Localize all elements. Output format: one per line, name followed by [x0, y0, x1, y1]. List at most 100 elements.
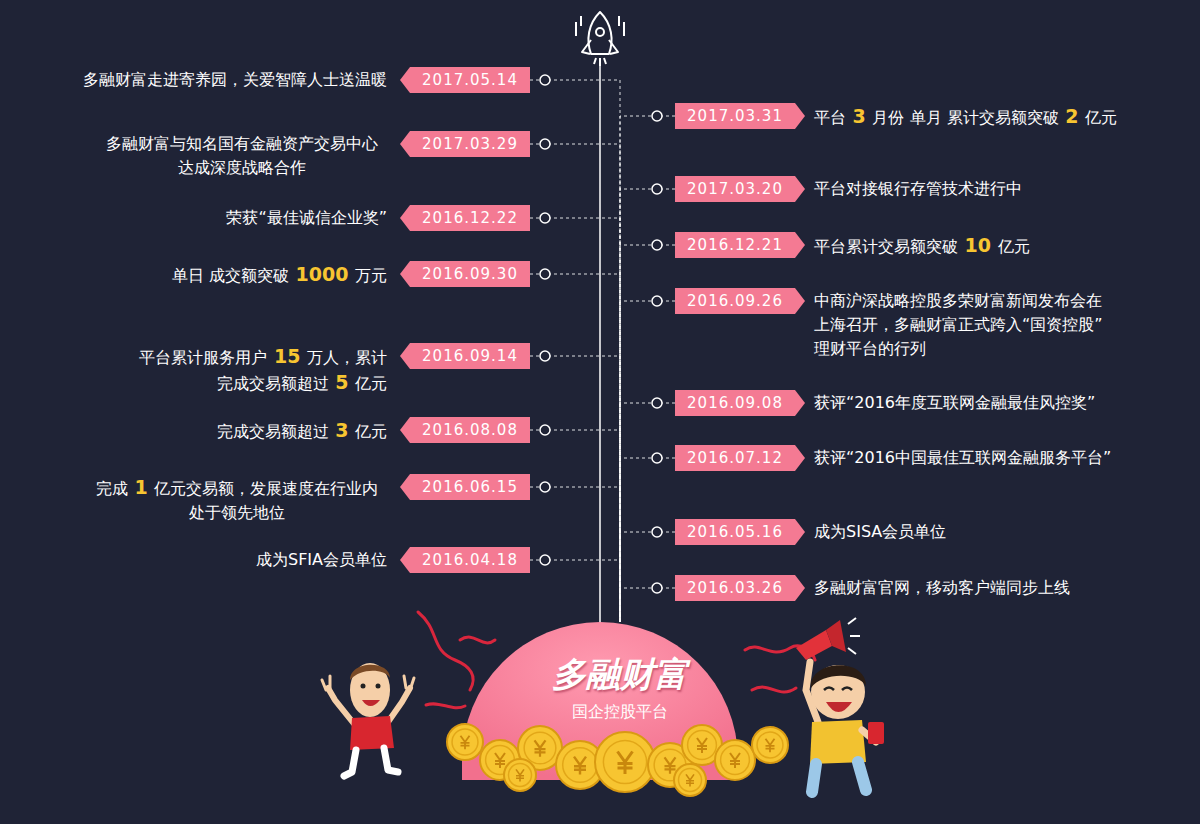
dashed-connector [530, 487, 620, 622]
date-text: 2016.09.30 [422, 261, 518, 287]
tag-outline [675, 519, 805, 545]
highlight-number: 10 [958, 234, 998, 256]
event-description: 完成交易额超过 3 亿元 [217, 418, 387, 444]
tag-outline [675, 103, 805, 129]
tag-outline [675, 232, 805, 258]
date-text: 2016.06.15 [422, 474, 518, 500]
event-description: 平台累计服务用户 15 万人，累计 完成交易额超过 5 亿元 [129, 344, 387, 396]
date-tag: 2016.03.26多融财富官网，移动客户端同步上线 [675, 575, 805, 601]
date-text: 2017.03.20 [687, 176, 783, 202]
date-text: 2016.09.14 [422, 343, 518, 369]
date-tag: 2017.03.31平台 3 月份 单月 累计交易额突破 2 亿元 [675, 103, 805, 129]
dashed-connector [620, 588, 675, 622]
tag-outline [675, 288, 805, 314]
event-description: 多融财富官网，移动客户端同步上线 [814, 576, 1070, 600]
date-tag: 2016.08.08完成交易额超过 3 亿元 [400, 417, 530, 443]
event-description: 成为SISA会员单位 [814, 520, 946, 544]
date-text: 2016.09.26 [687, 288, 783, 314]
dashed-connector [530, 430, 620, 622]
dashed-connector [530, 80, 620, 622]
highlight-number: 2 [1059, 105, 1085, 127]
coin [504, 759, 536, 791]
coin [595, 732, 655, 792]
event-description: 成为SFIA会员单位 [256, 548, 387, 572]
spine-line [599, 62, 601, 622]
date-tag: 2017.03.29多融财富与知名国有金融资产交易中心 达成深度战略合作 [400, 131, 530, 157]
date-tag: 2016.09.08获评“2016年度互联网金融最佳风控奖” [675, 390, 805, 416]
rocket-icon [576, 12, 624, 66]
coin [674, 764, 706, 796]
tag-outline [400, 547, 530, 573]
event-description: 完成 1 亿元交易额，发展速度在行业内 处于领先地位 [87, 475, 387, 525]
date-tag: 2016.12.21平台累计交易额突破 10 亿元 [675, 232, 805, 258]
date-text: 2016.08.08 [422, 417, 518, 443]
date-tag: 2016.04.18成为SFIA会员单位 [400, 547, 530, 573]
cartoon-boy-right [796, 618, 884, 792]
highlight-number: 1 [128, 476, 154, 498]
tag-outline [400, 205, 530, 231]
event-description: 获评“2016年度互联网金融最佳风控奖” [814, 391, 1095, 415]
event-description: 中商沪深战略控股多荣财富新闻发布会在 上海召开，多融财富正式跨入“国资控股” 理… [814, 289, 1126, 361]
coin [752, 727, 788, 763]
dashed-connector [530, 560, 620, 622]
dashed-connector [620, 189, 675, 622]
timeline-dots [540, 75, 662, 593]
date-text: 2016.12.22 [422, 205, 518, 231]
dashed-connector [620, 532, 675, 622]
date-tag: 2016.09.30单日 成交额突破 1000 万元 [400, 261, 530, 287]
date-tag: 2016.07.12获评“2016中国最佳互联网金融服务平台” [675, 445, 805, 471]
date-text: 2016.04.18 [422, 547, 518, 573]
dashed-connector [530, 144, 620, 622]
date-text: 2016.05.16 [687, 519, 783, 545]
event-description: 多融财富走进寄养园，关爱智障人士送温暖 [83, 68, 387, 92]
date-text: 2017.03.31 [687, 103, 783, 129]
date-tag: 2016.12.22荣获“最佳诚信企业奖” [400, 205, 530, 231]
dashed-connector [530, 274, 620, 622]
event-description: 多融财富与知名国有金融资产交易中心 达成深度战略合作 [97, 132, 387, 180]
highlight-number: 3 [329, 419, 355, 441]
date-text: 2017.05.14 [422, 67, 518, 93]
cartoon-man-left [322, 663, 414, 776]
tag-outline [400, 261, 530, 287]
dashed-connector [530, 218, 620, 622]
dashed-connector [620, 245, 675, 622]
date-tag: 2016.05.16成为SISA会员单位 [675, 519, 805, 545]
dashed-connector [530, 356, 620, 622]
highlight-number: 15 [267, 345, 307, 367]
highlight-number: 3 [846, 105, 872, 127]
event-description: 获评“2016中国最佳互联网金融服务平台” [814, 446, 1111, 470]
dashed-connector [620, 458, 675, 622]
coin [447, 724, 483, 760]
dashed-connector [620, 403, 675, 622]
tag-outline [675, 390, 805, 416]
date-text: 2016.09.08 [687, 390, 783, 416]
date-tag: 2017.05.14多融财富走进寄养园，关爱智障人士送温暖 [400, 67, 530, 93]
date-text: 2017.03.29 [422, 131, 518, 157]
dashed-connector [620, 301, 675, 622]
tag-outline [400, 417, 530, 443]
event-description: 平台对接银行存管技术进行中 [814, 177, 1022, 201]
tag-outline [675, 575, 805, 601]
tag-outline [675, 176, 805, 202]
date-tag: 2016.09.14平台累计服务用户 15 万人，累计 完成交易额超过 5 亿元 [400, 343, 530, 369]
event-description: 平台累计交易额突破 10 亿元 [814, 233, 1030, 259]
tag-outline [675, 445, 805, 471]
hub-subtitle: 国企控股平台 [440, 702, 800, 722]
tag-outline [400, 343, 530, 369]
date-text: 2016.03.26 [687, 575, 783, 601]
event-description: 单日 成交额突破 1000 万元 [172, 262, 387, 288]
date-tag: 2016.06.15完成 1 亿元交易额，发展速度在行业内 处于领先地位 [400, 474, 530, 500]
date-text: 2016.12.21 [687, 232, 783, 258]
dashed-connector [620, 116, 675, 622]
date-tag: 2017.03.20平台对接银行存管技术进行中 [675, 176, 805, 202]
date-tag: 2016.09.26中商沪深战略控股多荣财富新闻发布会在 上海召开，多融财富正式… [675, 288, 805, 314]
event-description: 荣获“最佳诚信企业奖” [226, 206, 387, 230]
coin [715, 740, 755, 780]
date-text: 2016.07.12 [687, 445, 783, 471]
tag-outline [400, 67, 530, 93]
hub-semicircle: 多融财富国企控股平台 [440, 622, 800, 802]
hub-title: 多融财富 [440, 652, 800, 696]
highlight-number: 5 [329, 371, 355, 393]
tag-outline [400, 474, 530, 500]
